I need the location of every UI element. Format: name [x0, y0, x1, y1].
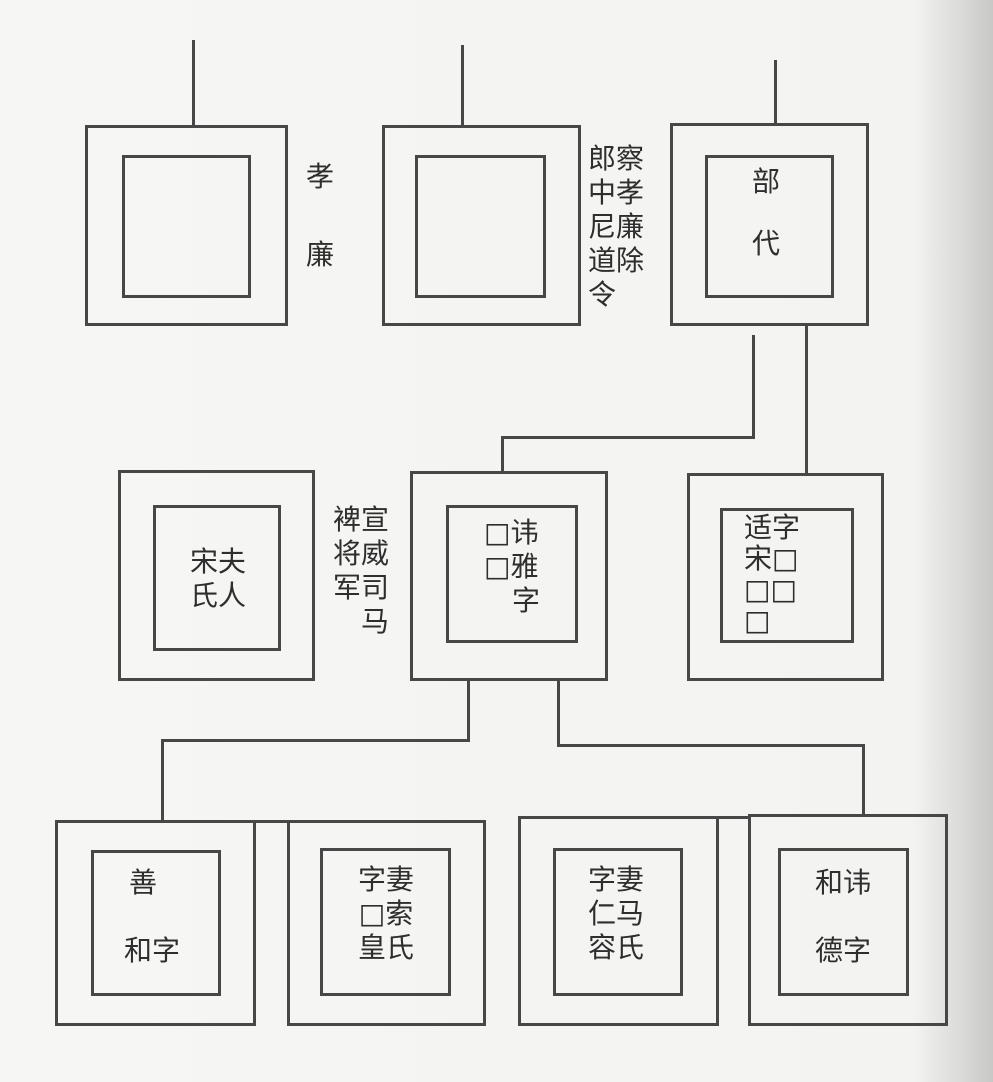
- name-row: 代: [752, 227, 781, 260]
- lineage-line: [718, 816, 750, 819]
- lineage-line: [862, 744, 865, 816]
- spouse-name: 宋夫 氏人: [190, 545, 246, 613]
- person-box-inner: [91, 850, 221, 996]
- person-box-outer: [410, 471, 608, 681]
- name-row: 部: [752, 165, 781, 198]
- lineage-line: [501, 436, 755, 439]
- lineage-line: [192, 40, 195, 126]
- person-box-inner: [446, 505, 578, 643]
- label-row: 中孝: [588, 176, 645, 209]
- lineage-line: [467, 680, 470, 742]
- person-box-outer: [687, 473, 884, 681]
- name-row: 皇氏: [358, 931, 415, 964]
- lineage-line: [161, 739, 470, 742]
- name-row: □索: [358, 897, 414, 930]
- person-box-inner: [778, 848, 909, 996]
- label-row: 军司: [333, 571, 390, 604]
- spouse-box-inner: [320, 848, 451, 996]
- name-row: 和讳: [815, 866, 872, 899]
- label-row: 尼廉: [588, 210, 645, 243]
- lineage-line: [557, 680, 560, 747]
- lineage-line: [255, 820, 290, 823]
- spouse-name: 字妻 仁马 容氏: [588, 863, 644, 965]
- name-row: 适字: [744, 511, 801, 544]
- spouse-box-inner: [553, 848, 683, 996]
- spouse-box-outer: [118, 470, 315, 681]
- lineage-line: [557, 744, 865, 747]
- person-name: □讳 □雅 字: [484, 516, 540, 618]
- name-row: 德字: [815, 934, 872, 967]
- label-row: 郎察: [588, 142, 645, 175]
- name-row: 和字: [124, 934, 181, 967]
- person-box-outer: [55, 820, 256, 1026]
- name-row: 宋夫: [190, 545, 247, 578]
- label-row: 将威: [333, 537, 390, 570]
- lineage-line: [461, 45, 464, 126]
- name-row: □□: [744, 573, 797, 606]
- official-title-label: 郎察 中孝 尼廉 道除 令: [588, 142, 644, 312]
- spouse-box-inner: [153, 505, 281, 651]
- person-box-inner: [720, 508, 854, 643]
- label-row: 令: [588, 278, 617, 311]
- person-box-outer: [382, 125, 581, 326]
- left-label: 孝 廉: [306, 160, 334, 272]
- official-title-label: 裨宣 将威 军司 马: [333, 503, 389, 639]
- name-row: 字妻: [358, 863, 415, 896]
- lineage-line: [161, 739, 164, 821]
- lineage-line: [501, 436, 504, 473]
- person-box-outer: [670, 123, 869, 326]
- person-box-inner: [122, 155, 251, 298]
- person-name: 和讳 德字: [815, 866, 871, 968]
- person-name: 适字 宋□ □□ □: [744, 512, 800, 636]
- name-row: 善: [129, 866, 158, 899]
- spouse-box-outer: [287, 820, 486, 1026]
- name-row: □: [744, 604, 771, 637]
- name-row: □雅: [484, 550, 539, 583]
- name-row: 氏人: [190, 579, 247, 612]
- spouse-box-outer: [518, 816, 719, 1026]
- name-row: 宋□: [744, 542, 799, 575]
- name-row: 字妻: [588, 863, 645, 896]
- name-row: 容氏: [588, 931, 645, 964]
- person-box-inner: [415, 155, 546, 298]
- person-box-outer: [85, 125, 288, 326]
- name-row: 仁马: [588, 897, 645, 930]
- label-row: 道除: [588, 244, 645, 277]
- label-char: 廉: [306, 238, 335, 271]
- name-row: □讳: [484, 516, 539, 549]
- lineage-line: [752, 335, 755, 439]
- label-char: 孝: [306, 160, 335, 193]
- label-row: 马: [333, 605, 390, 638]
- name-row: 字: [484, 584, 541, 617]
- label-row: 裨宣: [333, 503, 390, 536]
- person-name: 部 代: [752, 165, 780, 261]
- person-box-inner: [705, 155, 834, 298]
- lineage-line: [774, 60, 777, 126]
- lineage-line: [805, 325, 808, 475]
- spouse-name: 字妻 □索 皇氏: [358, 863, 414, 965]
- person-name: 善 和字: [124, 866, 180, 968]
- person-box-outer: [748, 814, 948, 1026]
